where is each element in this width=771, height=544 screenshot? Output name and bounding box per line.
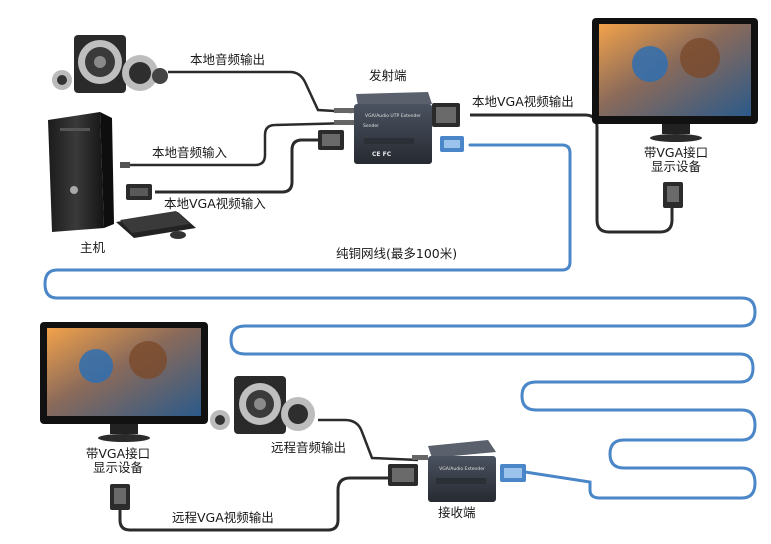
svg-text:VGA/Audio Extender: VGA/Audio Extender — [439, 466, 485, 472]
sender-device: VGA/Audio UTP Extender Sender CE FC — [318, 92, 464, 164]
local-audio-out-cable — [168, 70, 353, 114]
receiver-device: VGA/Audio Extender — [388, 440, 526, 502]
svg-text:VGA/Audio UTP Extender: VGA/Audio UTP Extender — [365, 113, 421, 119]
label-vga-display-top: 带VGA接口 显示设备 — [636, 145, 716, 175]
label-local-vga-in: 本地VGA视频输入 — [164, 196, 266, 211]
label-vga-display-bottom: 带VGA接口 显示设备 — [78, 446, 158, 476]
label-vga-display-bottom-line2: 显示设备 — [92, 460, 143, 476]
local-audio-in-cable — [128, 121, 353, 167]
label-vga-display-top-line2: 显示设备 — [650, 159, 701, 175]
local-vga-in-cable — [155, 138, 318, 194]
label-local-audio-out: 本地音频输出 — [190, 52, 266, 67]
remote-audio-out-cable — [318, 418, 419, 462]
svg-text:Sender: Sender — [363, 123, 379, 129]
speaker-set-top — [52, 35, 168, 93]
label-host: 主机 — [80, 240, 106, 255]
label-vga-display-bottom-line1: 带VGA接口 — [85, 446, 151, 461]
monitor-top — [592, 18, 758, 208]
label-local-vga-out: 本地VGA视频输出 — [472, 94, 574, 109]
svg-text:CE FC: CE FC — [372, 151, 392, 158]
label-receiver: 接收端 — [438, 505, 476, 520]
label-sender: 发射端 — [369, 68, 407, 83]
network-cable — [43, 143, 757, 500]
label-cable: 纯铜网线(最多100米) — [336, 246, 458, 261]
monitor-bottom — [40, 322, 208, 510]
remote-vga-out-cable — [118, 476, 390, 532]
pc-tower — [48, 112, 196, 239]
label-remote-audio-out: 远程音频输出 — [271, 440, 347, 455]
label-vga-display-top-line1: 带VGA接口 — [643, 145, 709, 160]
label-remote-vga-out: 远程VGA视频输出 — [172, 510, 274, 525]
label-local-audio-in: 本地音频输入 — [152, 145, 228, 160]
speaker-set-bottom — [210, 376, 315, 434]
